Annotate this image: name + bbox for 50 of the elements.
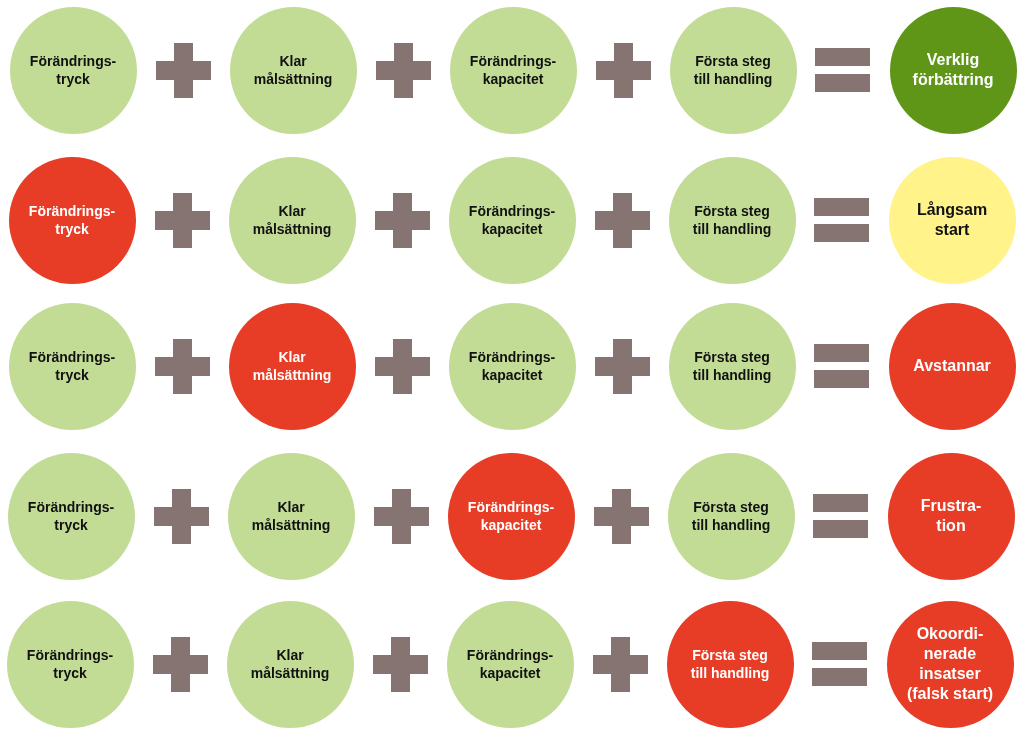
result-circle (888, 302, 1016, 430)
factor-label: Förändrings- tryck (27, 498, 115, 534)
result-label: Verklig förbättring (912, 50, 994, 90)
factor-circle (446, 600, 574, 728)
factor-circle (668, 156, 796, 284)
result-circle (888, 156, 1016, 284)
factor-label: Förändrings- kapacitet (467, 498, 555, 534)
factor-circle (449, 6, 577, 134)
factor-circle (667, 452, 795, 580)
factor-circle (227, 452, 355, 580)
factor-label: Klar målsättning (250, 646, 330, 682)
result-label: Avstannar (912, 356, 992, 376)
factor-label: Klar målsättning (253, 52, 333, 88)
factor-circle (6, 600, 134, 728)
result-circle (889, 6, 1017, 134)
factor-label: Klar målsättning (252, 348, 332, 384)
factor-label: Förändrings- kapacitet (468, 202, 556, 238)
factor-circle (229, 6, 357, 134)
result-label: Frustra- tion (920, 496, 982, 536)
result-circle (886, 600, 1014, 728)
factor-circle (668, 302, 796, 430)
factor-circle (9, 6, 137, 134)
factor-circle (228, 156, 356, 284)
factor-label: Förändrings- kapacitet (468, 348, 556, 384)
result-label: Okoordi- nerade insatser (falsk start) (906, 624, 994, 704)
factor-label: Första steg till handling (692, 348, 772, 384)
factor-label: Klar målsättning (252, 202, 332, 238)
factor-circle (448, 302, 576, 430)
factor-circle (448, 156, 576, 284)
factor-label: Förändrings- tryck (29, 52, 117, 88)
factor-circle (226, 600, 354, 728)
factor-label: Förändrings- kapacitet (466, 646, 554, 682)
factor-label: Förändrings- tryck (26, 646, 114, 682)
factor-label: Förändrings- tryck (28, 202, 116, 238)
factor-circle (447, 452, 575, 580)
factor-circle (7, 452, 135, 580)
factor-circle (669, 6, 797, 134)
factor-label: Första steg till handling (692, 202, 772, 238)
factor-circle (8, 156, 136, 284)
factor-circle (666, 600, 794, 728)
result-circle (887, 452, 1015, 580)
factor-label: Klar målsättning (251, 498, 331, 534)
factor-label: Första steg till handling (691, 498, 771, 534)
factor-label: Förändrings- kapacitet (469, 52, 557, 88)
result-label: Långsam start (916, 200, 988, 240)
factor-label: Förändrings- tryck (28, 348, 116, 384)
factor-label: Första steg till handling (693, 52, 773, 88)
factor-circle (8, 302, 136, 430)
factor-circle (228, 302, 356, 430)
factor-label: Första steg till handling (690, 646, 770, 682)
